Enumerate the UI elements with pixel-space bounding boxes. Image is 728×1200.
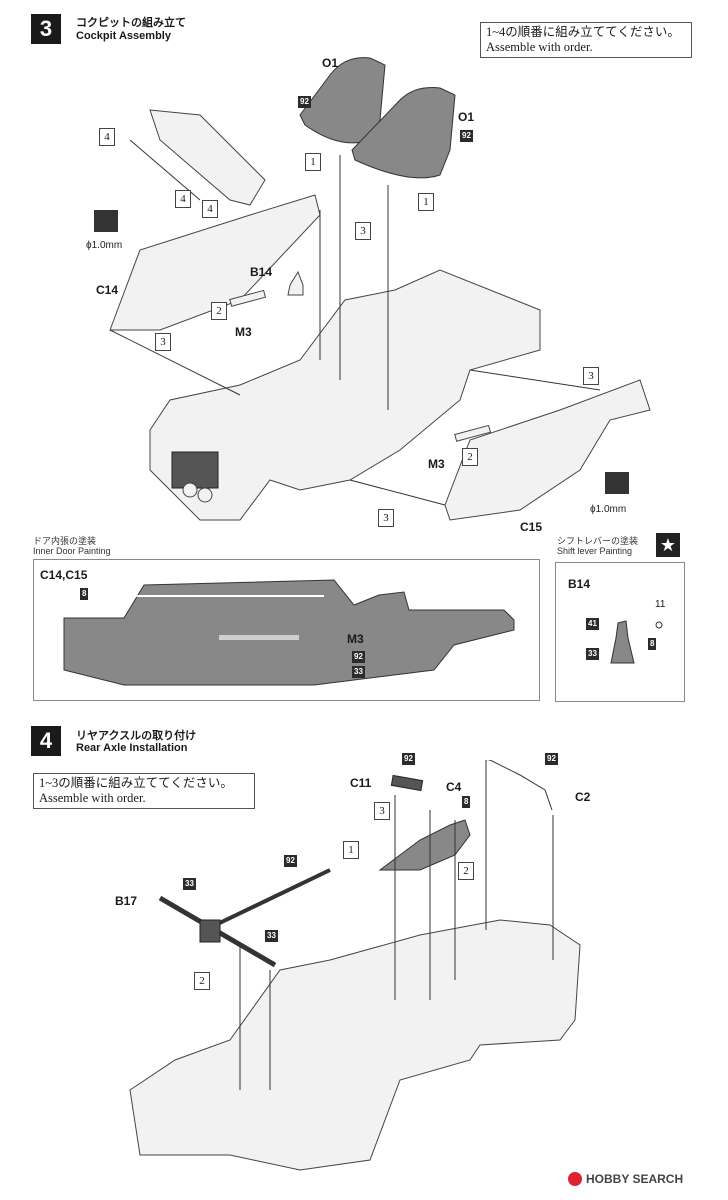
label-c2: C2 [575, 790, 591, 804]
door-panel-c14 [109, 194, 321, 331]
step-4-number: 4 [31, 726, 61, 756]
grille [171, 451, 219, 489]
step-4-title-jp: リヤアクスルの取り付け [76, 730, 197, 742]
lamp-left [182, 482, 198, 498]
guide-line [349, 479, 446, 506]
rod-c2 [486, 760, 553, 811]
color-92: 92 [284, 855, 297, 867]
color-8: 8 [648, 638, 657, 650]
drill-size: ϕ1.0mm [590, 504, 627, 515]
color-33: 33 [586, 648, 599, 660]
color-8: 8 [80, 588, 89, 600]
order-3: 3 [374, 802, 390, 820]
drill-size: ϕ1.0mm [86, 240, 123, 251]
door-panel-c15 [444, 379, 651, 521]
color-92: 92 [545, 753, 558, 765]
lamp-right [197, 487, 213, 503]
order-3: 3 [155, 333, 171, 351]
cockpit-assembly-drawing [109, 57, 651, 521]
order-4: 4 [175, 190, 191, 208]
shift-painting-title-jp: シフトレバーの塗装 [557, 536, 639, 546]
door-panel-drawing [63, 579, 515, 686]
knob [655, 621, 663, 629]
order-1: 1 [305, 153, 321, 171]
color-8: 8 [462, 796, 471, 808]
label-c14: C14 [96, 283, 119, 297]
step-3-order-note: 1~4の順番に組み立ててください。 Assemble with order. [480, 22, 692, 58]
label-c11: C11 [350, 776, 372, 790]
seat-right [351, 87, 456, 179]
armrest [219, 635, 299, 640]
order-4: 4 [202, 200, 218, 218]
door-painting-title-jp: ドア内張の塗装 [33, 536, 97, 546]
shift-painting-panel: B14 11 41 8 33 [555, 562, 685, 702]
order-2: 2 [211, 302, 227, 320]
color-92: 92 [402, 753, 415, 765]
order-3: 3 [378, 509, 394, 527]
color-33: 33 [183, 878, 196, 890]
watermark: HOBBY SEARCH [586, 1172, 684, 1186]
order-2: 2 [458, 862, 474, 880]
note-jp: 1~3の順番に組み立ててください。 [39, 776, 233, 790]
label-m3: M3 [347, 632, 364, 646]
note-jp: 1~4の順番に組み立ててください。 [486, 25, 680, 39]
order-3: 3 [355, 222, 371, 240]
drill-icon [94, 210, 118, 232]
note-en: Assemble with order. [39, 791, 146, 805]
chassis-rear [129, 919, 581, 1171]
label-b17: B17 [115, 894, 138, 908]
order-3: 3 [583, 367, 599, 385]
shift-lever-small [287, 270, 304, 296]
shift-painting-title-en: Shift lever Painting [557, 546, 633, 556]
gearbox-c4 [378, 819, 471, 871]
differential [199, 919, 221, 943]
door-painting-title-en: Inner Door Painting [33, 546, 111, 556]
label-m3: M3 [235, 325, 252, 339]
m3-part-right [454, 424, 492, 442]
door-panel-shape [63, 579, 515, 686]
step-4-order-note: 1~3の順番に組み立ててください。 Assemble with order. [33, 773, 255, 809]
shift-lever-shape [610, 620, 635, 664]
order-2: 2 [462, 448, 478, 466]
order-4: 4 [99, 128, 115, 146]
label-b14: B14 [568, 577, 591, 591]
label-m3: M3 [428, 457, 445, 471]
drill-icon [605, 472, 629, 494]
door-painting-panel: C14,C15 8 M3 92 33 [33, 559, 540, 701]
order-1: 1 [343, 841, 359, 859]
star-icon: ★ [656, 533, 680, 557]
order-2: 2 [194, 972, 210, 990]
propeller-shaft [204, 868, 331, 932]
m3-part-left [229, 289, 267, 307]
door-parts-label: C14,C15 [40, 568, 88, 582]
shift-lever-drawing [610, 620, 663, 664]
dashboard-part [149, 109, 266, 206]
color-33: 33 [265, 930, 278, 942]
step-3-title-en: Cockpit Assembly [76, 30, 171, 42]
color-33: 33 [352, 666, 365, 678]
part-c11 [390, 774, 424, 792]
color-92: 92 [460, 130, 473, 142]
guide-line [469, 369, 601, 391]
guide-line [109, 329, 241, 396]
label-c4: C4 [446, 780, 462, 794]
color-41: 41 [586, 618, 599, 630]
step-3-title-jp: コクピットの組み立て [76, 17, 186, 29]
note-en: Assemble with order. [486, 40, 593, 54]
label-c15: C15 [520, 520, 543, 534]
color-92: 92 [298, 96, 311, 108]
step-3-number: 3 [31, 14, 61, 44]
label-o1: O1 [458, 110, 475, 124]
label-o1: O1 [322, 56, 339, 70]
label-b14: B14 [250, 265, 273, 279]
rear-axle-drawing [129, 760, 581, 1171]
color-92: 92 [352, 651, 365, 663]
color-11: 11 [655, 599, 666, 610]
order-1: 1 [418, 193, 434, 211]
step-4-title-en: Rear Axle Installation [76, 742, 188, 754]
hobby-search-logo-icon [568, 1172, 582, 1186]
